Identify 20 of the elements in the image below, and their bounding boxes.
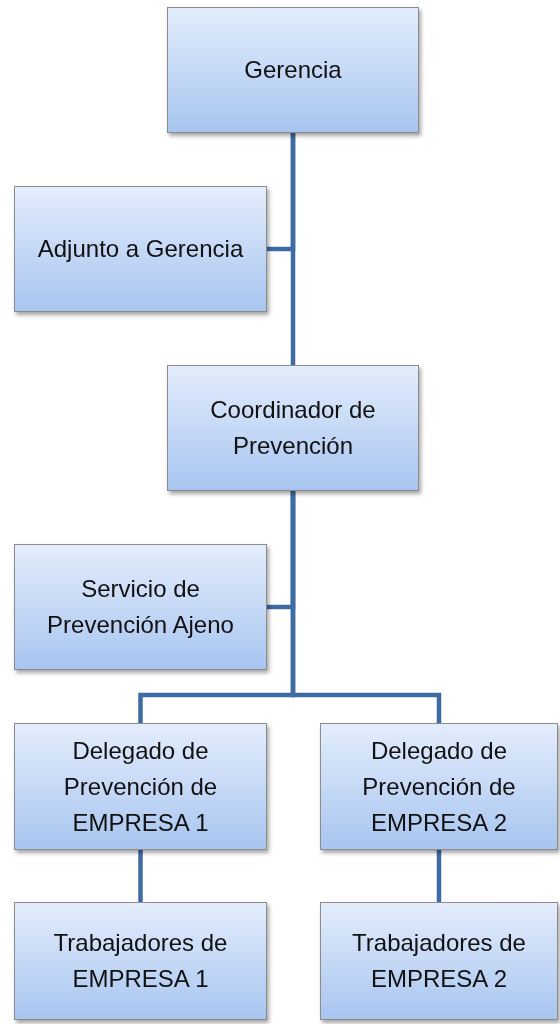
box-label: Trabajadores de EMPRESA 2: [351, 928, 527, 994]
box-label: Adjunto a Gerencia: [37, 234, 244, 264]
org-box: [320, 723, 558, 850]
box-label: Delegado de Prevención de EMPRESA 1: [62, 735, 219, 838]
org-box: [167, 365, 419, 491]
org-box: [14, 723, 267, 850]
connector-line: [290, 491, 442, 723]
connector-line: [436, 850, 442, 902]
box-label: Trabajadores de EMPRESA 1: [52, 928, 229, 994]
org-box: [320, 902, 558, 1020]
org-box: [167, 7, 419, 133]
box-label: Coordinador de Prevención: [209, 395, 377, 461]
org-box: [14, 544, 267, 670]
connector-line: [290, 133, 296, 365]
box-label: Gerencia: [244, 55, 342, 85]
org-box: [14, 186, 267, 312]
org-box: [14, 902, 267, 1020]
box-label: Servicio de Prevención Ajeno: [46, 574, 235, 640]
connector-line: [138, 850, 143, 902]
box-label: Delegado de Prevención de EMPRESA 2: [361, 735, 517, 838]
